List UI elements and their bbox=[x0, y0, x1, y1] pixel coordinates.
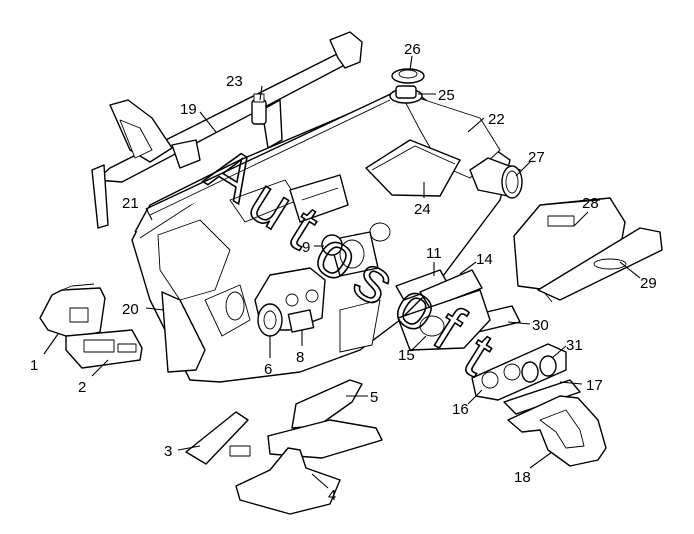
callout-2: 2 bbox=[78, 379, 86, 396]
callout-22: 22 bbox=[488, 111, 505, 128]
callout-4: 4 bbox=[328, 487, 336, 504]
speaker-cap-part-26 bbox=[391, 68, 425, 84]
leader-29 bbox=[619, 261, 641, 279]
leader-27 bbox=[515, 161, 531, 177]
bracket-part-3 bbox=[185, 411, 251, 465]
trim-part-17 bbox=[503, 379, 581, 415]
leader-20 bbox=[145, 307, 165, 311]
glovebox-lid-part-29 bbox=[537, 227, 663, 303]
callout-6: 6 bbox=[264, 361, 272, 378]
callout-11: 11 bbox=[426, 245, 442, 262]
climate-knob-part-31 bbox=[521, 355, 557, 383]
callout-16: 16 bbox=[452, 401, 469, 418]
centre-unit-part-15 bbox=[397, 289, 491, 351]
callout-23: 23 bbox=[226, 73, 243, 90]
callout-25: 25 bbox=[438, 87, 455, 104]
console-frame-part-18 bbox=[507, 395, 607, 467]
leader-lines bbox=[43, 55, 641, 489]
leader-28 bbox=[573, 211, 589, 227]
leader-15 bbox=[411, 335, 427, 351]
side-panel-part-20 bbox=[161, 291, 206, 373]
glovebox-part-28 bbox=[513, 197, 626, 291]
leader-16 bbox=[467, 389, 483, 405]
leader-4 bbox=[311, 473, 329, 489]
callout-15: 15 bbox=[398, 347, 415, 364]
callout-8: 8 bbox=[296, 349, 304, 366]
leader-30 bbox=[507, 321, 531, 325]
callout-labels: 1 2 3 4 5 6 8 9 11 14 15 16 17 18 19 20 … bbox=[30, 41, 657, 504]
callout-18: 18 bbox=[514, 469, 531, 486]
callout-3: 3 bbox=[164, 443, 172, 460]
callout-5: 5 bbox=[370, 389, 378, 406]
callout-14: 14 bbox=[476, 251, 493, 268]
control-panel-part-2 bbox=[65, 329, 143, 369]
leader-22 bbox=[467, 117, 485, 133]
speaker-part-25 bbox=[389, 85, 423, 104]
lower-trim-part-5 bbox=[267, 379, 383, 459]
callout-29: 29 bbox=[640, 275, 657, 292]
lower-console-part-4 bbox=[235, 447, 341, 515]
cross-beam-part-19 bbox=[91, 31, 363, 229]
leader-2 bbox=[91, 359, 109, 377]
leader-1 bbox=[43, 333, 59, 355]
callout-20: 20 bbox=[122, 301, 139, 318]
module-part-1 bbox=[39, 283, 106, 339]
leader-18 bbox=[529, 451, 553, 469]
callout-19: 19 bbox=[180, 101, 197, 118]
callout-9: 9 bbox=[302, 239, 310, 256]
callout-27: 27 bbox=[528, 149, 545, 166]
knob-part-9 bbox=[321, 234, 343, 256]
callout-21: 21 bbox=[122, 195, 139, 212]
callout-1: 1 bbox=[30, 357, 38, 374]
vent-part-27 bbox=[469, 157, 523, 199]
leader-3 bbox=[177, 445, 201, 451]
callout-17: 17 bbox=[586, 377, 603, 394]
callout-31: 31 bbox=[566, 337, 583, 354]
leader-17 bbox=[559, 381, 583, 385]
leader-26 bbox=[409, 55, 413, 71]
leader-23 bbox=[259, 85, 263, 101]
connector-part-23 bbox=[251, 93, 267, 125]
leader-31 bbox=[551, 345, 567, 359]
callout-30: 30 bbox=[532, 317, 549, 334]
switch-part-8 bbox=[287, 309, 315, 333]
callout-26: 26 bbox=[404, 41, 421, 58]
callout-24: 24 bbox=[414, 201, 431, 218]
callout-28: 28 bbox=[582, 195, 599, 212]
storage-lid-part-24 bbox=[365, 139, 461, 197]
dash-upper-right-part-22 bbox=[399, 91, 501, 179]
leader-14 bbox=[459, 261, 477, 275]
leader-19 bbox=[199, 111, 217, 133]
leader-21 bbox=[145, 207, 153, 221]
switch-strip-part-14 bbox=[419, 269, 483, 309]
